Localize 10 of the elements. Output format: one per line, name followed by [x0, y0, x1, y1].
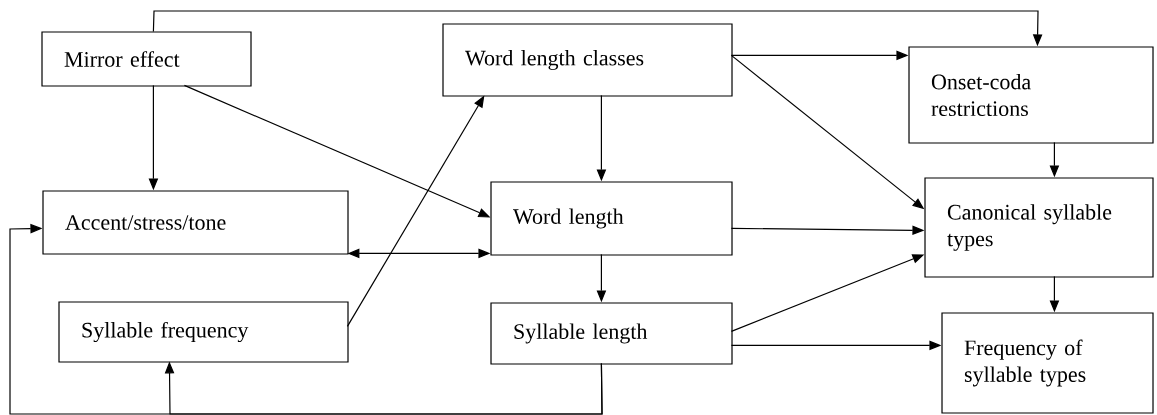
process-box: Frequency of syllable types	[941, 312, 1154, 414]
process-box: Syllable length	[490, 302, 733, 365]
process-box: Canonical syllable types	[924, 177, 1154, 278]
process-box: Mirror effect	[41, 31, 252, 87]
process-box: Word length classes	[442, 23, 733, 97]
process-box: Accent/stress/tone	[42, 190, 349, 255]
process-box: Syllable frequency	[58, 301, 349, 363]
process-box: Word length	[490, 181, 733, 256]
process-box: Onset-coda restrictions	[908, 46, 1154, 144]
arrow	[9, 223, 603, 415]
